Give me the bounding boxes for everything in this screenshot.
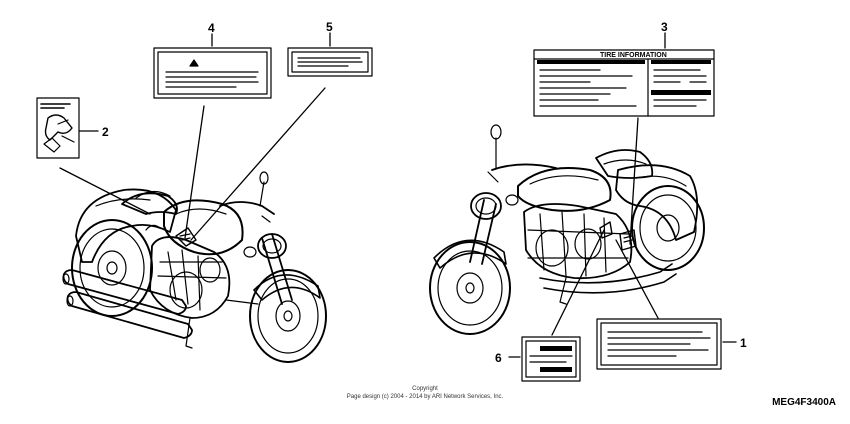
callout-5: 5 (326, 20, 333, 34)
callout-4: 4 (208, 21, 215, 35)
copyright-page-design: Page design (c) 2004 - 2014 by ARI Netwo… (346, 394, 504, 400)
tire-label-title: TIRE INFORMATION (600, 52, 667, 59)
callout-2: 2 (102, 125, 109, 139)
right-motorcycle-illustration (429, 124, 705, 335)
part-3-tire-information-label (533, 49, 715, 117)
part-6-label (521, 336, 581, 382)
callout-6: 6 (495, 351, 502, 365)
left-motorcycle-illustration (62, 171, 327, 363)
part-2-assembly (36, 97, 80, 159)
callout-3: 3 (661, 20, 668, 34)
part-1-label (596, 318, 722, 370)
leader-lines (59, 32, 737, 358)
diagram-code: MEG4F3400A (772, 397, 836, 408)
part-5-label (287, 47, 373, 77)
callout-1: 1 (740, 336, 747, 350)
copyright-notice: Copyright (412, 386, 438, 392)
part-4-warning-label (153, 47, 272, 99)
